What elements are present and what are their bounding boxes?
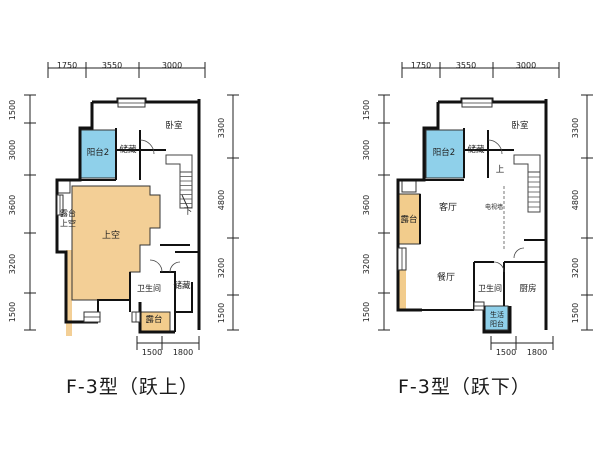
dim-label-top: 3000 [516, 61, 536, 70]
room-label-terrace: 露台 [145, 314, 162, 325]
room-label-balcony-2: 阳台2 [433, 147, 455, 158]
dim-label-right: 3200 [217, 258, 226, 278]
dim-label-right: 3200 [571, 258, 580, 278]
room-label-storage: 储藏 [119, 144, 137, 155]
dim-label-top: 1750 [411, 61, 431, 70]
dim-label-right: 3300 [217, 118, 226, 138]
room-label-bathroom: 卫生间 [137, 283, 161, 293]
dim-label-right: 3300 [571, 118, 580, 138]
room-label-bedroom: 卧室 [165, 120, 183, 131]
dim-label-left: 3600 [8, 195, 17, 215]
dim-label-bottom: 1500 [142, 348, 162, 357]
dim-label-right: 1500 [217, 303, 226, 323]
dim-label-left: 3600 [362, 195, 371, 215]
room-label-down: 下 [184, 207, 193, 217]
dim-label-left: 1500 [8, 302, 17, 322]
door-swing [169, 261, 181, 273]
dim-label-top: 3550 [102, 61, 122, 70]
dim-label-bottom: 1800 [527, 348, 547, 357]
terrace-rail [401, 179, 417, 193]
wall [482, 306, 512, 334]
dim-label-left: 3200 [8, 254, 17, 274]
door-swing [513, 247, 525, 259]
dim-label-bottom: 1500 [496, 348, 516, 357]
dim-label-right: 4800 [571, 190, 580, 210]
room-label-storage: 储藏 [467, 144, 485, 155]
terrace-rail [56, 179, 71, 194]
room-label-dining: 餐厅 [437, 271, 455, 283]
terrace-edge-fill [398, 260, 406, 310]
dim-label-left: 1500 [362, 100, 371, 120]
dim-label-bottom: 1800 [173, 348, 193, 357]
plan-upper-floor: 1750 3550 3000 1500 1800 1500 3000 3600 3200 1500… [8, 61, 239, 357]
wall [55, 102, 98, 324]
dim-label-right: 1500 [571, 303, 580, 323]
dim-label-left: 3200 [362, 254, 371, 274]
room-label-terrace: 露台 [400, 214, 417, 225]
plan-lower-floor: 1750 3550 3000 1500 1800 1500 3000 3600 3200 1500… [362, 61, 593, 357]
wall [97, 299, 130, 322]
room-label-service-balcony: 生活阳台 [490, 310, 504, 328]
dim-label-left: 1500 [8, 100, 17, 120]
void-fill [71, 185, 161, 301]
dim-label-top: 3550 [456, 61, 476, 70]
wall [160, 271, 176, 312]
stair-landing [165, 154, 193, 173]
room-label-bathroom: 卫生间 [478, 283, 502, 293]
service-balcony-fill [483, 305, 509, 331]
room-label-bedroom: 卧室 [511, 120, 529, 131]
door-swing [139, 139, 155, 155]
dim-label-top: 1750 [57, 61, 77, 70]
wall [174, 282, 193, 332]
plan-caption-upper: F-3型（跃上） [66, 376, 199, 398]
dim-label-left: 3000 [8, 140, 17, 160]
balcony-2-fill [425, 129, 465, 179]
door-swing [149, 259, 163, 273]
room-label-living: 客厅 [439, 201, 457, 213]
dim-label-top: 3000 [162, 61, 182, 70]
room-label-void: 上空 [102, 229, 120, 241]
dim-label-left: 1500 [362, 302, 371, 322]
dim-label-right: 4800 [217, 190, 226, 210]
room-label-balcony-2: 阳台2 [87, 147, 109, 158]
door-swing [493, 261, 505, 273]
room-label-kitchen: 厨房 [519, 283, 536, 294]
dim-label-left: 3000 [362, 140, 371, 160]
stair-landing [513, 154, 541, 173]
room-label-terrace-void: 露台上空 [60, 208, 76, 228]
room-label-storage-lower: 储藏 [173, 280, 191, 291]
room-label-tv-wall: 电视墙 [485, 203, 503, 211]
plan-caption-lower: F-3型（跃下） [398, 376, 531, 398]
room-label-up: 上 [496, 165, 505, 175]
stair-arrow [181, 194, 189, 209]
door-swing [487, 139, 503, 155]
